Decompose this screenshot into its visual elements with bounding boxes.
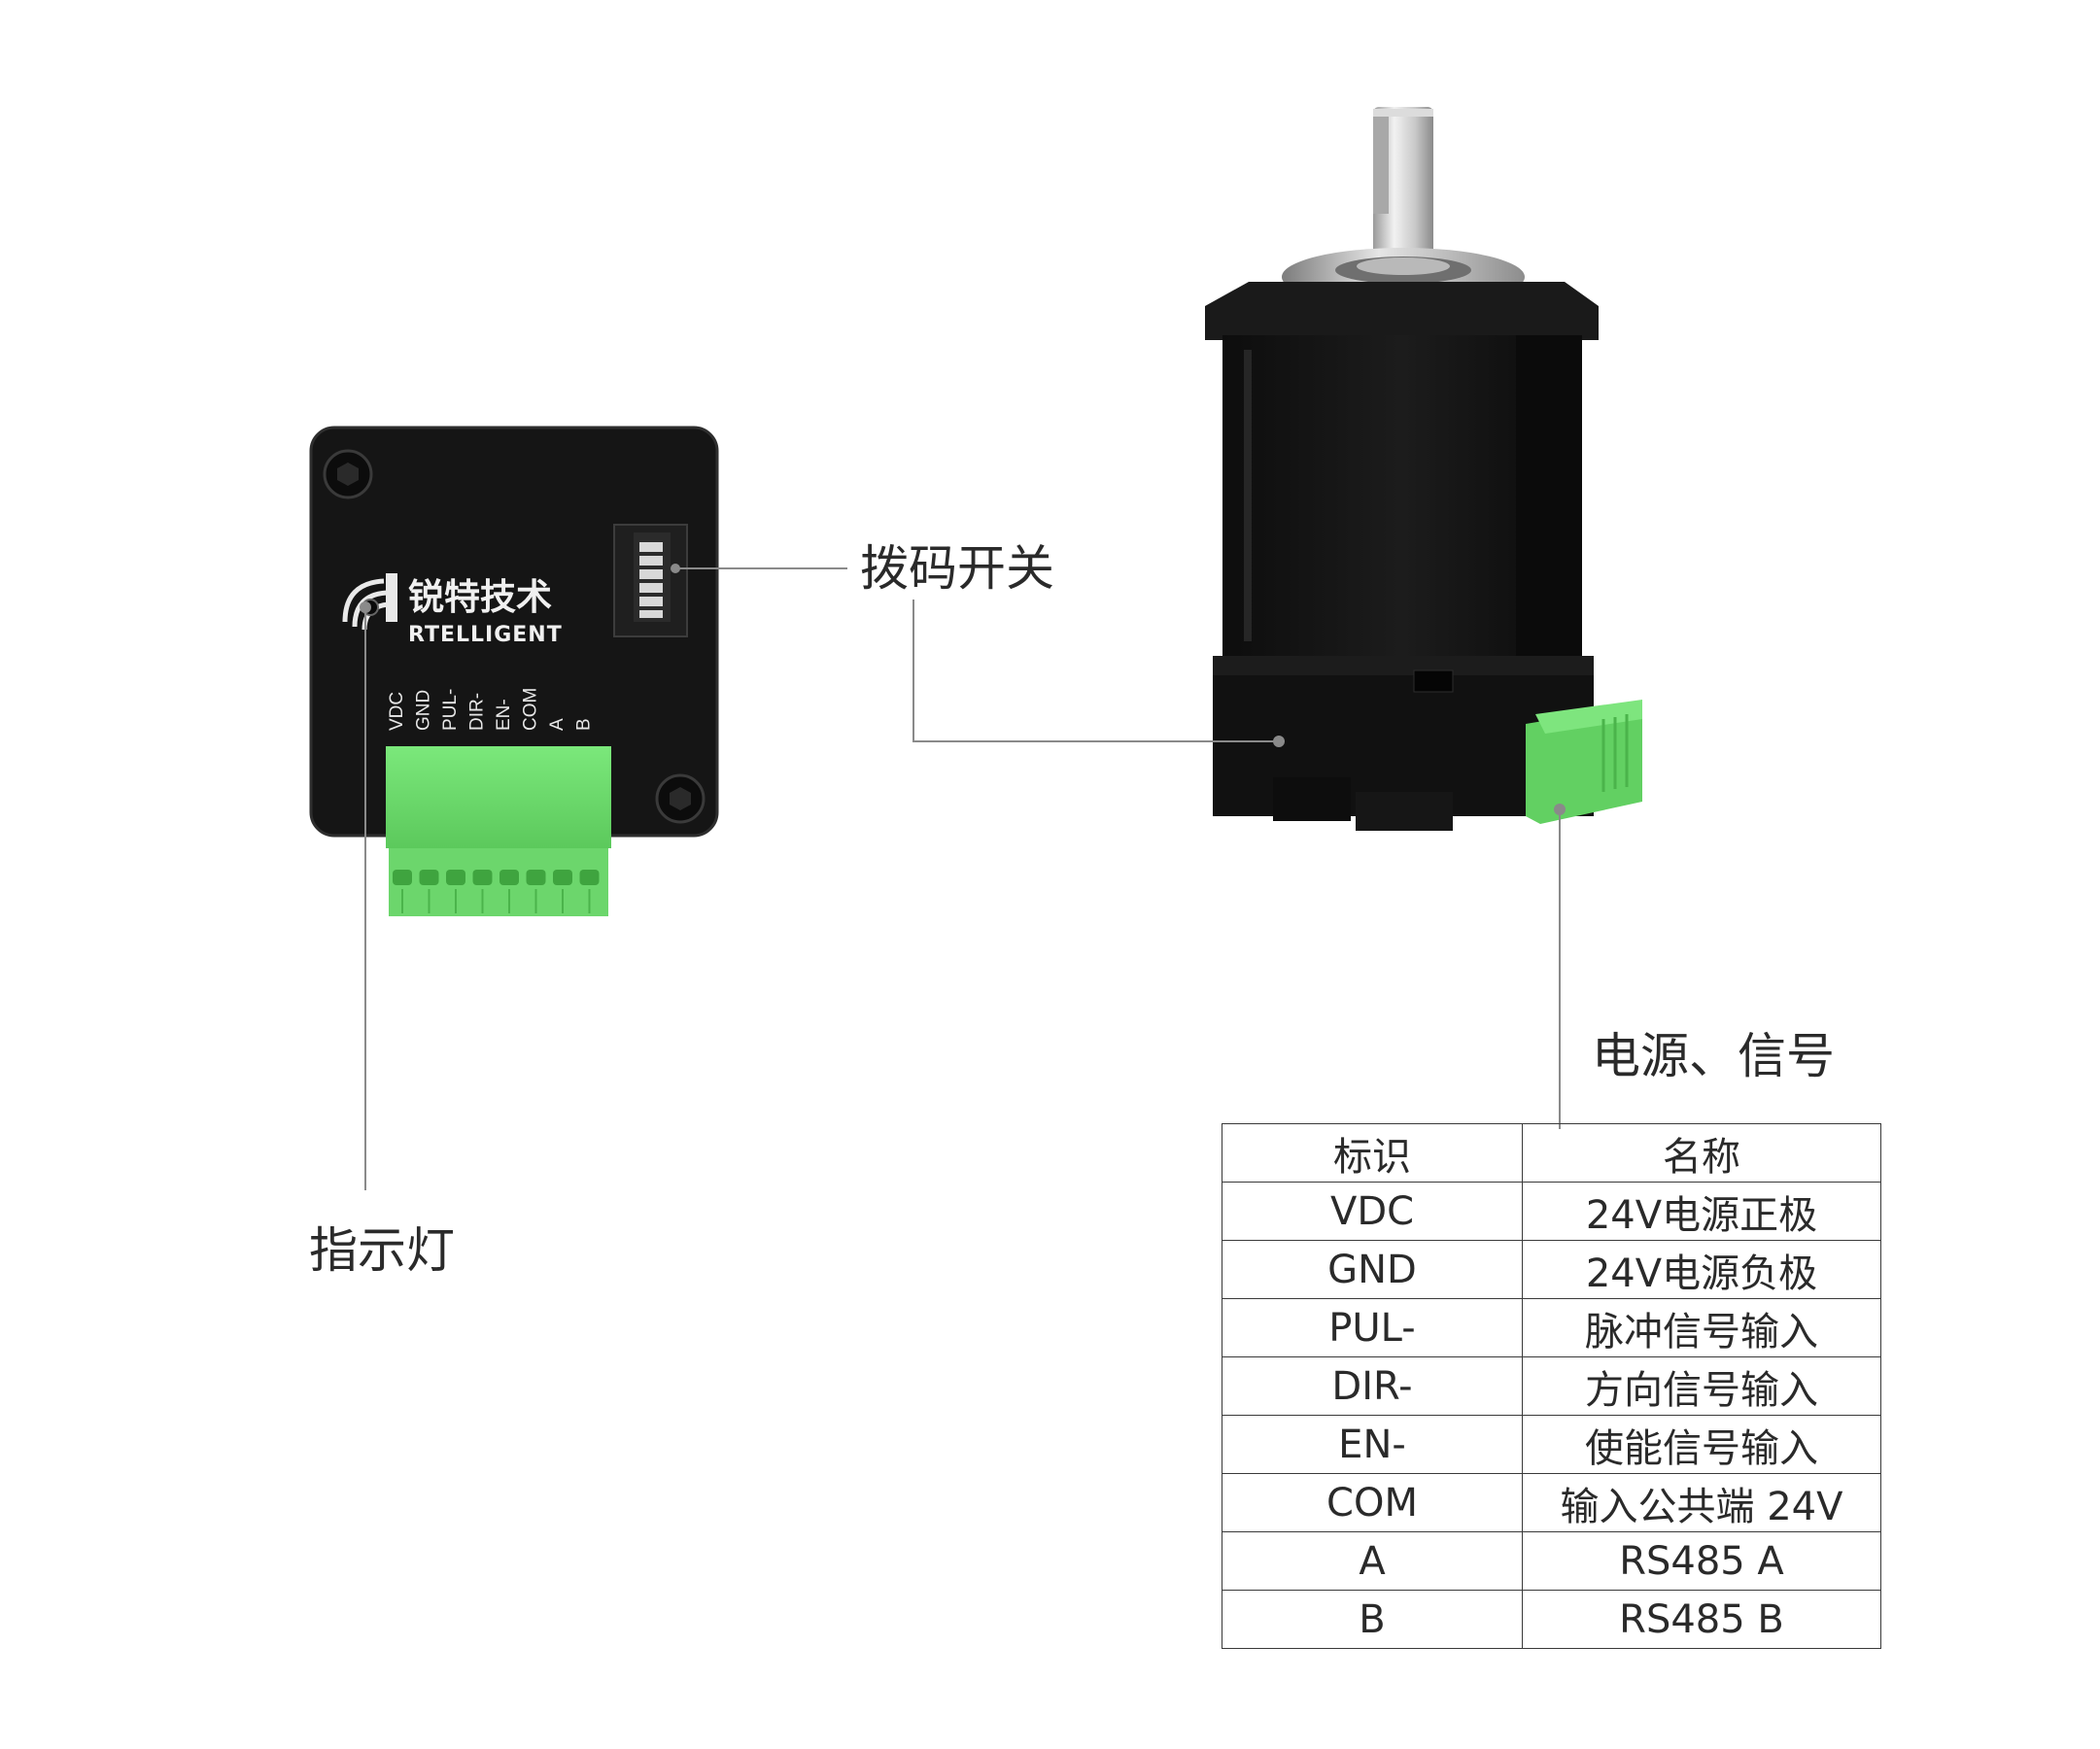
pin-name-cell: 脉冲信号输入 xyxy=(1522,1298,1881,1357)
pin-id-cell: DIR- xyxy=(1222,1356,1523,1416)
terminal-pin xyxy=(499,870,519,885)
pin-name-cell: 24V电源负极 xyxy=(1522,1240,1881,1299)
pin-name-cell: RS485 A xyxy=(1522,1531,1881,1591)
dip-switch xyxy=(613,524,688,637)
brand-name-en: RTELLIGENT xyxy=(408,623,563,647)
terminal-pin xyxy=(419,870,439,885)
header-name: 名称 xyxy=(1522,1123,1881,1183)
brand-logo: 锐特技术 RTELLIGENT xyxy=(342,573,563,647)
table-row: DIR-方向信号输入 xyxy=(1222,1356,1881,1416)
terminal-pin xyxy=(472,870,493,885)
leader-lines xyxy=(360,564,1566,1190)
terminal-block xyxy=(386,746,611,916)
terminal-pin xyxy=(446,870,465,885)
pin-label: PUL- xyxy=(440,689,461,731)
motor-top-plate xyxy=(1205,282,1599,340)
pin-id-cell: VDC xyxy=(1222,1182,1523,1241)
indicator-label: 指示灯 xyxy=(309,1222,455,1279)
terminal-pin xyxy=(553,870,572,885)
pin-label: DIR- xyxy=(467,693,488,731)
pin-name-cell: RS485 B xyxy=(1522,1590,1881,1649)
stepper-motor xyxy=(1205,107,1642,831)
screw-top-left xyxy=(323,449,373,499)
table-header-row: 标识 名称 xyxy=(1222,1123,1881,1183)
header-id: 标识 xyxy=(1222,1123,1523,1183)
table-row: EN-使能信号输入 xyxy=(1222,1415,1881,1474)
pin-id-cell: COM xyxy=(1222,1473,1523,1532)
power-signal-label: 电源、信号 xyxy=(1592,1028,1835,1084)
pin-name-cell: 方向信号输入 xyxy=(1522,1356,1881,1416)
pin-id-cell: A xyxy=(1222,1531,1523,1591)
pin-id-cell: EN- xyxy=(1222,1415,1523,1474)
pin-label: A xyxy=(547,718,568,731)
pin-name-cell: 输入公共端 24V xyxy=(1522,1473,1881,1532)
pin-label: EN- xyxy=(494,699,514,731)
motor-terminal-block xyxy=(1526,700,1642,824)
pin-label: GND xyxy=(414,690,434,731)
pin-label: VDC xyxy=(387,692,407,731)
brand-name-cn: 锐特技术 xyxy=(408,576,552,618)
terminal-pin xyxy=(526,870,546,885)
pin-id-cell: B xyxy=(1222,1590,1523,1649)
terminal-pin xyxy=(393,870,412,885)
dip-switch-label: 拨码开关 xyxy=(860,540,1054,597)
pin-label: B xyxy=(574,718,595,731)
pin-name-cell: 24V电源正极 xyxy=(1522,1182,1881,1241)
terminal-pin xyxy=(579,870,600,885)
pin-id-cell: GND xyxy=(1222,1240,1523,1299)
table-row: PUL-脉冲信号输入 xyxy=(1222,1298,1881,1357)
screw-bottom-right xyxy=(655,773,706,824)
pin-label: COM xyxy=(521,688,541,731)
pin-id-cell: PUL- xyxy=(1222,1298,1523,1357)
pin-name-cell: 使能信号输入 xyxy=(1522,1415,1881,1474)
